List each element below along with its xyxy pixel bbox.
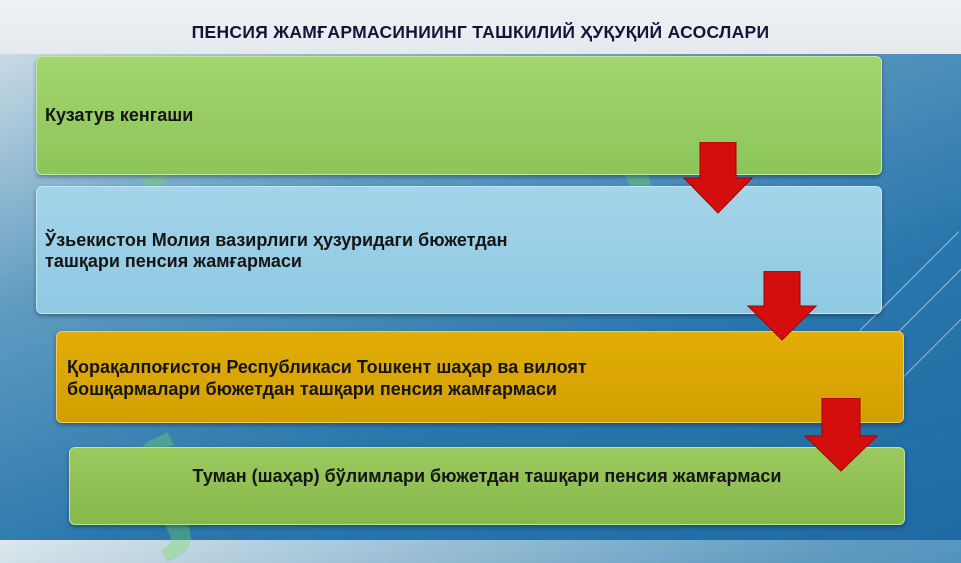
level4-box: Туман (шаҳар) бўлимлари бюжетдан ташқари…: [69, 447, 905, 525]
title-band: [0, 0, 961, 54]
down-arrow-icon: [683, 142, 753, 214]
level3-label-line2: бошқармалари бюжетдан ташқари пенсия жам…: [67, 379, 557, 399]
slide-title: ПЕНСИЯ ЖАМҒАРМАСИНИИНГ ТАШКИЛИЙ ҲУҚУҚИЙ …: [191, 22, 770, 42]
level3-label-line1: Қорақалпоғистон Республикаси Тошкент шаҳ…: [67, 357, 587, 377]
down-arrow-icon: [804, 398, 878, 472]
down-arrow-icon: [747, 271, 817, 341]
level1-box: Кузатув кенгаши: [36, 56, 882, 175]
level2-label-line2: ташқари пенсия жамғармаси: [45, 251, 302, 271]
level2-box: Ўзьекистон Молия вазирлиги ҳузуридаги бю…: [36, 186, 882, 314]
level4-label: Туман (шаҳар) бўлимлари бюжетдан ташқари…: [192, 466, 782, 486]
level2-label-line1: Ўзьекистон Молия вазирлиги ҳузуридаги бю…: [45, 230, 508, 250]
level1-label: Кузатув кенгаши: [45, 105, 194, 125]
level3-box: Қорақалпоғистон Республикаси Тошкент шаҳ…: [56, 331, 904, 423]
